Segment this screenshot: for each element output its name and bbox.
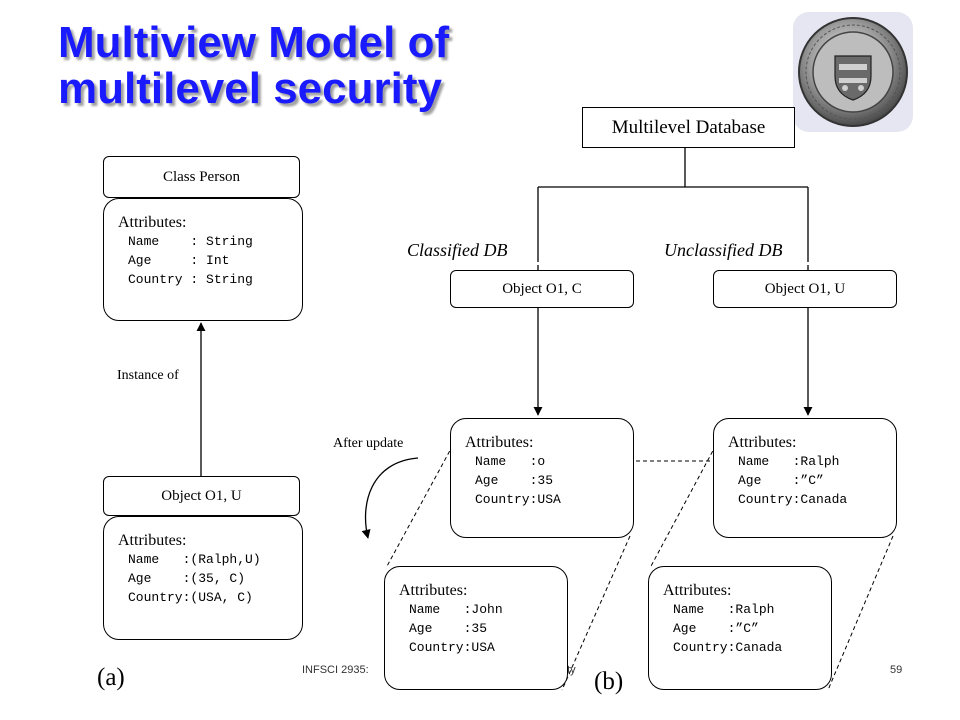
projection-lines [385, 444, 894, 691]
after-update-arrow [361, 457, 419, 539]
attribute-line: Age :35 [409, 621, 488, 636]
class-person-box: Class Person [103, 156, 300, 198]
attribute-line: Country:(USA, C) [128, 590, 253, 605]
instance-of-label: Instance of [117, 368, 179, 383]
attributes-heading: Attributes: [728, 434, 797, 451]
object-o1-u-label-right: Object O1, U [764, 280, 846, 297]
footer-course-label: INFSCI 2935: [302, 664, 369, 676]
attribute-line: Name :(Ralph,U) [128, 552, 261, 567]
university-seal-icon [793, 12, 913, 132]
attribute-line: Country : String [128, 272, 253, 287]
multilevel-database-box: Multilevel Database [582, 107, 795, 148]
object-o1-u-box-right: Object O1, U [713, 270, 897, 308]
attribute-line: Name :Ralph [673, 602, 775, 617]
attribute-line: Country:USA [475, 492, 561, 507]
attribute-line: Country:Canada [673, 640, 783, 655]
classified-attributes-box: Attributes: Name :o Age :35 Country:USA [450, 418, 634, 538]
page-number: 59 [890, 664, 903, 676]
attribute-line: Age :35 [475, 473, 554, 488]
unclassified-attributes-box: Attributes: Name :Ralph Age :”C” Country… [713, 418, 897, 538]
unclassified-after-update-box: Attributes: Name :Ralph Age :”C” Country… [648, 566, 832, 690]
attribute-line: Country:USA [409, 640, 495, 655]
attributes-heading: Attributes: [118, 214, 187, 231]
attribute-line: Name : String [128, 234, 253, 249]
object-o1-u-label: Object O1, U [161, 487, 242, 504]
attribute-line: Age : Int [128, 253, 230, 268]
attribute-line: Age :”C” [673, 621, 759, 636]
object-attributes-box: Attributes: Name :(Ralph,U) Age :(35, C)… [103, 516, 303, 640]
object-o1-c-label: Object O1, C [502, 280, 582, 297]
caption-a: (a) [97, 664, 125, 691]
classified-after-update-box: Attributes: Name :John Age :35 Country:U… [384, 566, 568, 690]
after-update-label: After update [333, 436, 404, 451]
slide-title: Multiview Model of multilevel security [58, 20, 449, 112]
attributes-heading: Attributes: [663, 582, 732, 599]
caption-b: (b) [594, 668, 624, 695]
attribute-line: Name :Ralph [738, 454, 840, 469]
attribute-line: Age :”C” [738, 473, 824, 488]
unclassified-db-label: Unclassified DB [664, 240, 783, 260]
attributes-heading: Attributes: [465, 434, 534, 451]
title-line-1: Multiview Model of [58, 18, 450, 67]
class-person-label: Class Person [162, 168, 241, 185]
title-line-2: multilevel security [58, 64, 442, 113]
attribute-line: Name :o [475, 454, 546, 469]
attribute-line: Age :(35, C) [128, 571, 246, 586]
attributes-heading: Attributes: [118, 532, 187, 549]
multilevel-database-label: Multilevel Database [611, 116, 766, 138]
attribute-line: Country:Canada [738, 492, 848, 507]
class-attributes-box: Attributes: Name : String Age : Int Coun… [103, 198, 303, 321]
attributes-heading: Attributes: [399, 582, 468, 599]
object-o1-u-box: Object O1, U [103, 476, 300, 516]
attribute-line: Name :John [409, 602, 503, 617]
object-o1-c-box: Object O1, C [450, 270, 634, 308]
classified-db-label: Classified DB [407, 240, 508, 260]
db-branch-lines [537, 148, 809, 262]
